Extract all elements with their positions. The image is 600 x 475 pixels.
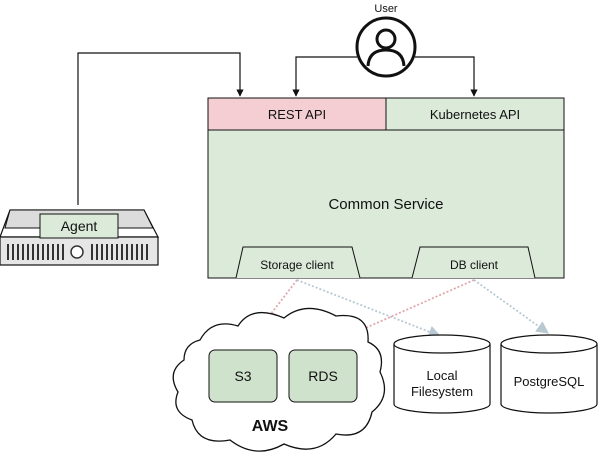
storage-client-label: Storage client bbox=[260, 258, 334, 272]
common-service-box: REST API Kubernetes API Common Service S… bbox=[207, 97, 565, 279]
agent-label: Agent bbox=[61, 218, 98, 234]
agent-node: Agent bbox=[0, 209, 159, 266]
rest-api-panel bbox=[207, 97, 387, 131]
local-filesystem-label-line2: Filesystem bbox=[411, 384, 473, 399]
agent-label-box bbox=[39, 213, 119, 239]
cylinder-icon bbox=[500, 334, 598, 414]
user-icon bbox=[355, 16, 417, 78]
user-label: User bbox=[374, 3, 398, 15]
kubernetes-api-panel bbox=[385, 97, 565, 131]
cloud-icon bbox=[172, 307, 386, 452]
storage-to-local-fs-arrow bbox=[296, 279, 442, 338]
rest-api-label: REST API bbox=[268, 107, 326, 122]
postgresql-label: PostgreSQL bbox=[514, 374, 585, 389]
local-filesystem-node: Local Filesystem bbox=[393, 334, 491, 414]
local-filesystem-label-line1: Local bbox=[426, 368, 457, 383]
common-service-label: Common Service bbox=[328, 196, 443, 213]
storage-client-panel bbox=[235, 246, 361, 279]
aws-node: S3 RDS AWS bbox=[172, 307, 386, 452]
s3-box bbox=[208, 349, 278, 403]
user-node: User bbox=[355, 3, 417, 78]
kubernetes-api-label: Kubernetes API bbox=[430, 107, 520, 122]
agent-to-rest-connector bbox=[77, 52, 244, 205]
db-client-panel bbox=[411, 246, 536, 279]
cylinder-icon bbox=[393, 334, 491, 414]
postgresql-node: PostgreSQL bbox=[500, 334, 598, 414]
s3-label: S3 bbox=[234, 368, 251, 384]
aws-label: AWS bbox=[252, 418, 289, 435]
db-to-postgres-arrow bbox=[473, 279, 550, 334]
rds-label: RDS bbox=[308, 368, 338, 384]
user-to-k8s-connector bbox=[415, 56, 478, 97]
user-to-rest-connector bbox=[292, 56, 357, 97]
db-client-label: DB client bbox=[450, 258, 499, 272]
rds-box bbox=[288, 349, 358, 403]
